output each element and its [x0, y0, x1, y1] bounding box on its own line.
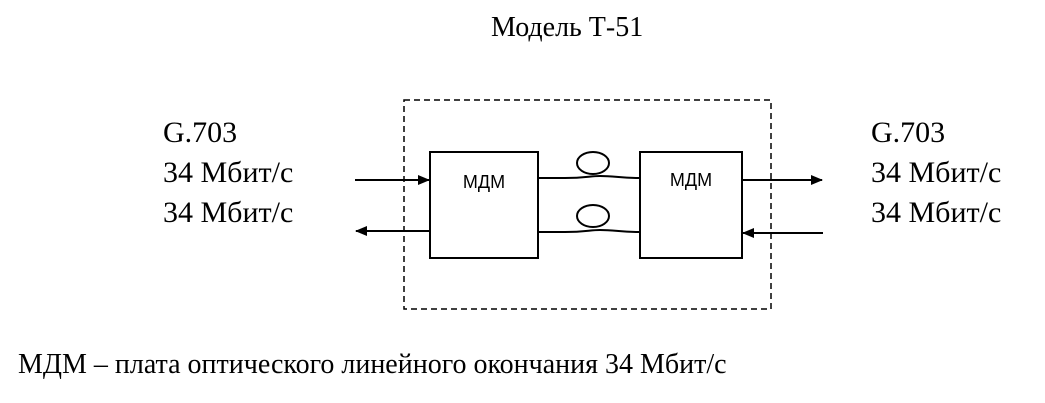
left-mdm-label: МДМ: [463, 172, 505, 192]
right-mdm-box: [639, 151, 743, 259]
left-interface-labels: G.703 34 Мбит/с 34 Мбит/с: [163, 118, 293, 236]
right-rate-out: 34 Мбит/с: [871, 156, 1002, 189]
left-rate-out: 34 Мбит/с: [163, 196, 294, 229]
left-rate-in: 34 Мбит/с: [163, 156, 294, 189]
right-mdm-label: МДМ: [670, 170, 712, 190]
right-rate-in: 34 Мбит/с: [871, 196, 1002, 229]
right-interface-labels: G.703 34 Мбит/с 34 Мбит/с: [871, 118, 1001, 236]
left-mdm-box: [429, 151, 539, 259]
right-interface-standard: G.703: [871, 116, 946, 149]
left-interface-standard: G.703: [163, 116, 238, 149]
fiber-coil-bottom: [576, 204, 610, 228]
optical-fiber-bottom: [538, 228, 641, 233]
diagram-title: Модель Т-51: [491, 12, 644, 43]
optical-fiber-top: [538, 174, 641, 179]
equipment-enclosure: [403, 99, 772, 310]
diagram-caption: МДМ – плата оптического линейного оконча…: [18, 349, 727, 380]
fiber-coil-top: [576, 151, 610, 175]
